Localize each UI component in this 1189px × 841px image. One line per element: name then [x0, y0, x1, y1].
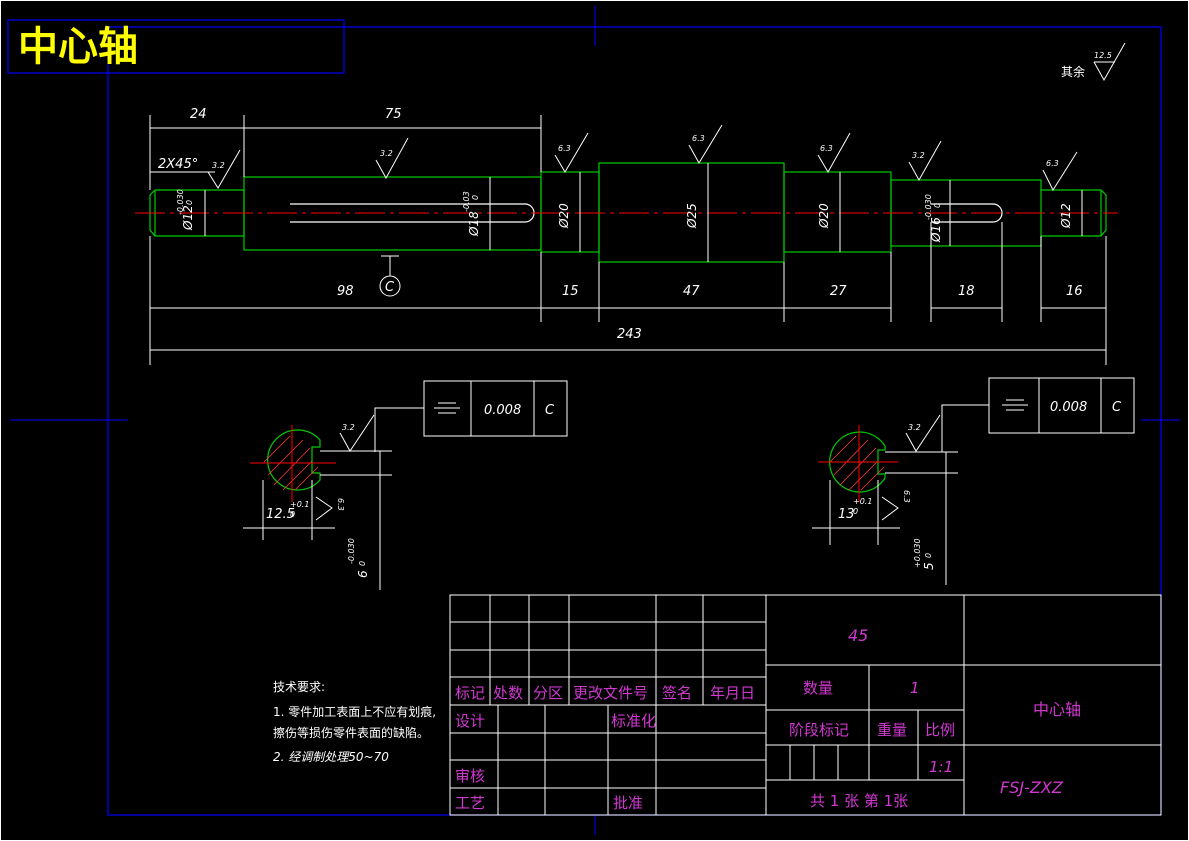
dim-75: 75 — [385, 107, 402, 122]
section-2-side-roughness: 6.3 — [902, 490, 911, 503]
shaft-roughness-icons — [207, 124, 1078, 192]
dia-20-right: Ø20 — [817, 203, 831, 229]
tb-weight-label: 重量 — [877, 721, 907, 739]
roughness-default-label: 其余 — [1061, 64, 1085, 79]
tol-16-upper: -0.030 — [924, 194, 933, 220]
roughness-6: 3.2 — [912, 151, 925, 160]
tb-header-sign: 签名 — [662, 684, 692, 702]
tb-header-date: 年月日 — [710, 684, 755, 702]
roughness-default-value: 12.5 — [1094, 51, 1112, 60]
dim-15: 15 — [562, 284, 579, 299]
section-1-depth-tol-lower: 0 — [290, 510, 295, 519]
section-2-hatching — [829, 435, 885, 491]
section-2-datum: C — [1112, 400, 1122, 415]
section-1-datum: C — [545, 403, 555, 418]
tb-drawing-no: FSJ-ZXZ — [1000, 778, 1064, 797]
tol-18-upper: -0.03 — [462, 191, 471, 212]
drawing-title: 中心轴 — [18, 24, 138, 70]
dim-98: 98 — [337, 284, 354, 299]
section-1-roughness: 3.2 — [342, 423, 355, 432]
tb-header-zone: 分区 — [533, 684, 563, 702]
dia-20-left: Ø20 — [557, 203, 571, 229]
dia-12-right: Ø12 — [1059, 203, 1073, 229]
tol-left-lower: 0 — [185, 200, 194, 205]
section-view-1: 0.008 C 3.2 12.5 +0.1 0 6.3 6 -0.030 0 — [243, 380, 568, 590]
dia-12-left: Ø12 — [181, 205, 195, 231]
section-2-depth: 13 — [838, 507, 855, 522]
section-1-width: 6 — [356, 570, 370, 578]
dia-16: Ø16 — [929, 217, 943, 243]
section-2-depth-tol-upper: +0.1 — [853, 497, 872, 506]
tb-row-process: 工艺 — [455, 794, 485, 812]
tech-note-2: 擦伤等损伤零件表面的缺陷。 — [273, 725, 429, 740]
dia-25: Ø25 — [685, 203, 699, 229]
roughness-default-icon — [1093, 42, 1126, 82]
section-1-side-roughness: 6.3 — [336, 498, 345, 511]
tb-header-change-doc: 更改文件号 — [573, 684, 648, 702]
section-2-width-tol-upper: +0.030 — [913, 538, 922, 568]
dia-18: Ø18 — [467, 211, 481, 237]
tech-note-3: 2. 经调制处理50~70 — [273, 750, 389, 764]
tol-16-lower: 0 — [933, 203, 942, 208]
dim-27: 27 — [830, 284, 847, 299]
section-2-width: 5 — [922, 562, 936, 570]
tech-notes-heading: 技术要求: — [273, 680, 325, 694]
tb-header-mark: 标记 — [455, 684, 485, 702]
section-1-tol-value: 0.008 — [484, 403, 521, 418]
roughness-5: 6.3 — [820, 144, 833, 153]
roughness-1: 3.2 — [212, 161, 225, 170]
bottom-dimensions — [149, 222, 1107, 365]
tb-scale-value: 1:1 — [929, 758, 953, 776]
section-2-width-tol-lower: 0 — [924, 553, 933, 558]
title-frame — [7, 19, 345, 74]
section-view-2: 0.008 C 3.2 13 +0.1 0 6.3 5 +0.030 0 — [812, 377, 1135, 585]
section-1-width-tol-lower: 0 — [358, 561, 367, 566]
tol-left-upper: -0.030 — [176, 189, 185, 215]
symmetry-icon — [434, 402, 460, 414]
dim-16: 16 — [1066, 284, 1083, 299]
tb-stage-label: 阶段标记 — [789, 721, 849, 739]
tb-qty-value: 1 — [910, 679, 920, 697]
tech-note-1: 1. 零件加工表面上不应有划痕, — [273, 704, 436, 719]
top-dimensions — [149, 115, 542, 190]
tb-row-approve: 批准 — [613, 794, 643, 812]
tol-18-lower: 0 — [471, 195, 480, 200]
tb-sheets: 共 1 张 第 1张 — [810, 792, 908, 810]
section-1-depth-tol-upper: +0.1 — [290, 500, 309, 509]
tb-row-review: 审核 — [455, 767, 485, 785]
roughness-4: 6.3 — [692, 134, 705, 143]
symmetry-icon — [1002, 399, 1028, 411]
diameter-lines — [204, 163, 1083, 262]
tb-qty-label: 数量 — [803, 679, 833, 697]
tb-row-standard: 标准化 — [611, 712, 656, 730]
dim-47: 47 — [683, 284, 700, 299]
tb-part-name: 中心轴 — [1033, 700, 1081, 719]
roughness-7: 6.3 — [1046, 159, 1059, 168]
section-1-width-tol-upper: -0.030 — [347, 538, 356, 564]
tb-row-design: 设计 — [455, 712, 485, 730]
section-2-depth-tol-lower: 0 — [853, 507, 858, 516]
chamfer-label: 2X45° — [158, 157, 198, 172]
section-1-depth: 12.5 — [266, 507, 295, 522]
tb-scale-label: 比例 — [925, 721, 955, 739]
dim-18: 18 — [958, 284, 975, 299]
roughness-2: 3.2 — [380, 149, 393, 158]
section-2-roughness: 3.2 — [908, 423, 921, 432]
dim-243: 243 — [617, 327, 642, 342]
roughness-3: 6.3 — [558, 144, 571, 153]
title-block-grid — [449, 594, 1162, 816]
dim-24: 24 — [190, 107, 207, 122]
datum-label: C — [385, 280, 395, 295]
datum-symbol-icon — [379, 255, 401, 297]
tb-material: 45 — [848, 626, 868, 645]
section-2-tol-value: 0.008 — [1050, 400, 1087, 415]
tb-header-count: 处数 — [493, 684, 523, 702]
